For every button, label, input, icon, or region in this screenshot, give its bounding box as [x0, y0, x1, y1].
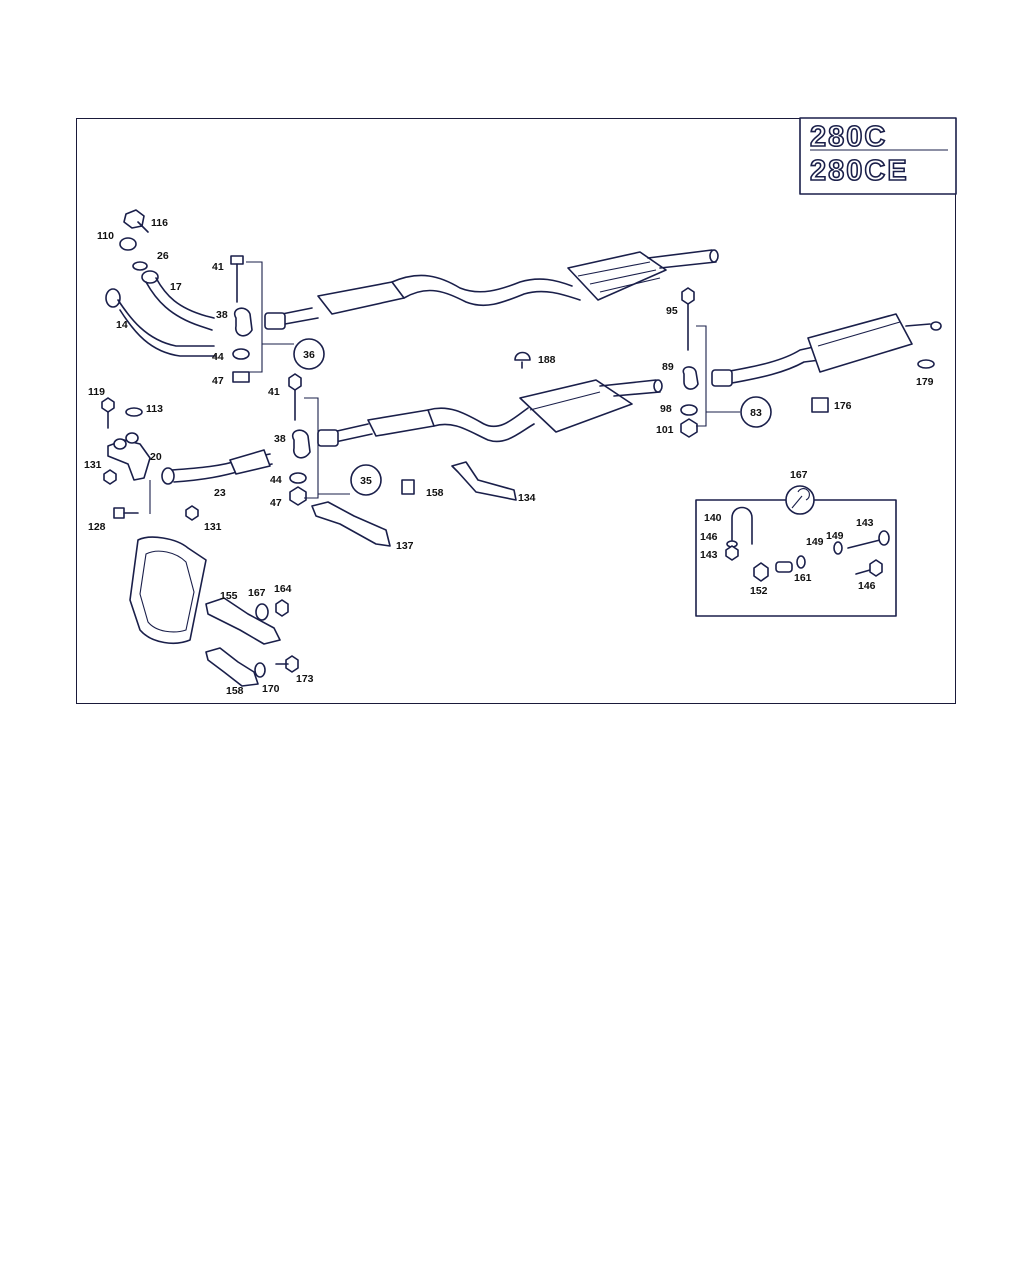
badge-280ce: 280CE [810, 155, 909, 187]
callout-140: 146 [700, 531, 718, 543]
badge-280c: 280C [810, 121, 887, 153]
callout-152: 152 [750, 585, 768, 597]
callout-101: 101 [656, 424, 674, 436]
brackets [311, 461, 517, 547]
callout-161: 161 [794, 572, 812, 584]
model-badge-box: 280C 280CE [799, 117, 957, 195]
lower-exhaust-assembly [317, 379, 663, 447]
callout-143: 143 [856, 517, 874, 529]
lower-clamp-stack [288, 373, 382, 506]
callout-188: 188 [538, 354, 556, 366]
callout-35: 35 [360, 475, 372, 487]
callout-95: 95 [666, 305, 678, 317]
callout-83: 83 [750, 407, 762, 419]
callout-113: 119 [88, 386, 105, 398]
callout-134: 140 [704, 512, 722, 524]
callout-labels: 110 116 26 17 14 41 38 44 47 36 188 119 … [84, 217, 934, 697]
callout-23: 23 [214, 487, 226, 499]
callout-104: 110 [97, 230, 114, 242]
upper-manifold-pipes [105, 209, 217, 357]
callout-170: 164 [274, 583, 292, 595]
callout-89: 89 [662, 361, 674, 373]
callout-14: 14 [116, 319, 128, 331]
diagram-frame [76, 118, 956, 704]
callout-164: 158 [426, 487, 444, 499]
upper-exhaust-assembly [264, 249, 719, 330]
callout-146: 146 [858, 580, 876, 592]
callout-20: 20 [150, 451, 162, 463]
callout-44-lower: 44 [270, 474, 282, 486]
callout-17: 17 [170, 281, 182, 293]
callout-131: 137 [396, 540, 414, 552]
callout-41-upper: 41 [212, 261, 224, 273]
callout-47-lower: 47 [270, 497, 282, 509]
callout-47-upper: 47 [212, 375, 224, 387]
callout-176: 170 [262, 683, 280, 695]
callout-149-right: 149 [826, 530, 844, 542]
rear-silencer-assembly [680, 287, 942, 438]
callout-173: 167 [248, 587, 266, 599]
callout-107: 113 [146, 403, 163, 415]
upper-clamp-stack [230, 255, 325, 383]
callout-44-upper: 44 [212, 351, 224, 363]
callout-155: 155 [220, 590, 238, 602]
callout-38-lower: 38 [274, 433, 286, 445]
callout-167: 167 [790, 469, 808, 481]
callout-36: 36 [303, 349, 315, 361]
callout-137: 143 [700, 549, 718, 561]
callout-98: 98 [660, 403, 672, 415]
callout-149-left: 149 [806, 536, 824, 548]
callout-128: 134 [518, 492, 536, 504]
callout-116: 128 [88, 521, 106, 533]
callout-179: 173 [296, 673, 314, 685]
lower-manifold-pipes [101, 397, 273, 521]
flange-gaskets [129, 536, 299, 687]
callout-38-upper: 38 [216, 309, 228, 321]
callout-41-lower: 41 [268, 386, 280, 398]
callout-26: 26 [157, 250, 169, 262]
callout-119-right: 131 [204, 521, 222, 533]
callout-182: 176 [834, 400, 852, 412]
callout-185: 179 [916, 376, 934, 388]
callout-119-left: 131 [84, 459, 102, 471]
callout-158: 158 [226, 685, 244, 697]
callout-110: 116 [151, 217, 168, 229]
part-188-mount [514, 351, 531, 361]
repair-kit-box [695, 485, 897, 617]
